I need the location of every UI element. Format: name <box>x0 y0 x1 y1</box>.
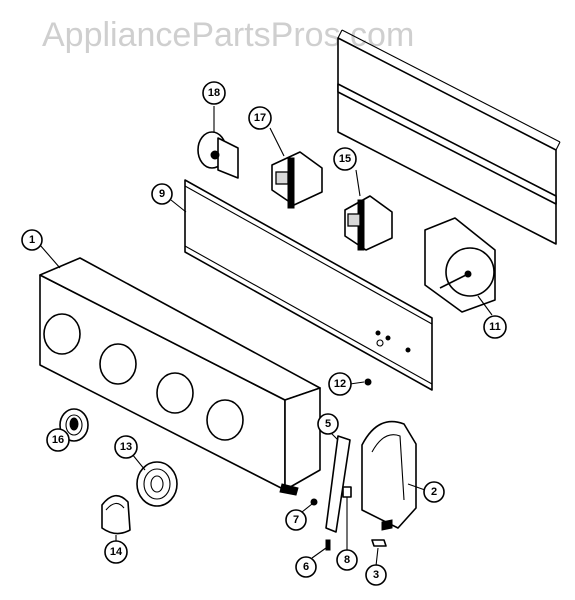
part-17-shape <box>271 151 323 209</box>
part-6-shape <box>325 539 331 551</box>
callout-3: 3 <box>365 564 387 586</box>
callout-11-label: 11 <box>489 321 501 333</box>
callout-15-label: 15 <box>339 153 351 165</box>
callout-2-label: 2 <box>431 486 437 498</box>
callout-2: 2 <box>423 481 445 503</box>
callout-11: 11 <box>483 315 507 339</box>
part-5-shape <box>325 435 351 533</box>
callout-15: 15 <box>333 147 357 171</box>
callout-18: 18 <box>202 81 226 105</box>
front-console <box>39 257 321 496</box>
part-13-shape <box>136 461 178 507</box>
callout-6: 6 <box>295 556 317 578</box>
part-3-shape <box>371 539 387 547</box>
callout-17: 17 <box>248 106 272 130</box>
callout-1: 1 <box>21 229 43 251</box>
callout-6-label: 6 <box>303 561 309 573</box>
leader-lines <box>39 106 493 567</box>
control-bracket <box>184 179 433 391</box>
callout-12-label: 12 <box>334 378 346 390</box>
callout-14: 14 <box>104 540 128 564</box>
callout-16-label: 16 <box>52 434 64 446</box>
callout-8: 8 <box>336 549 358 571</box>
part-14-shape <box>101 494 131 535</box>
part-12-shape <box>364 378 372 386</box>
part-18-shape <box>197 131 239 179</box>
part-15-shape <box>344 195 393 251</box>
callout-13: 13 <box>114 435 138 459</box>
callout-5-label: 5 <box>325 418 331 430</box>
callout-3-label: 3 <box>373 569 379 581</box>
rear-panel <box>337 29 561 245</box>
callout-13-label: 13 <box>120 441 132 453</box>
callout-9: 9 <box>151 183 173 205</box>
part-11-shape <box>424 217 496 313</box>
callout-8-label: 8 <box>344 554 350 566</box>
callout-14-label: 14 <box>110 546 123 558</box>
part-8-shape <box>342 486 352 498</box>
callout-18-label: 18 <box>208 87 220 99</box>
callout-7-label: 7 <box>293 514 299 526</box>
callout-16: 16 <box>46 428 70 452</box>
part-2-shape <box>361 420 417 531</box>
callout-7: 7 <box>285 509 307 531</box>
part-7-shape <box>310 498 318 506</box>
callout-1-label: 1 <box>29 234 35 246</box>
callout-12: 12 <box>328 372 352 396</box>
callout-5: 5 <box>317 413 339 435</box>
callout-9-label: 9 <box>159 188 165 200</box>
callout-17-label: 17 <box>254 112 266 124</box>
